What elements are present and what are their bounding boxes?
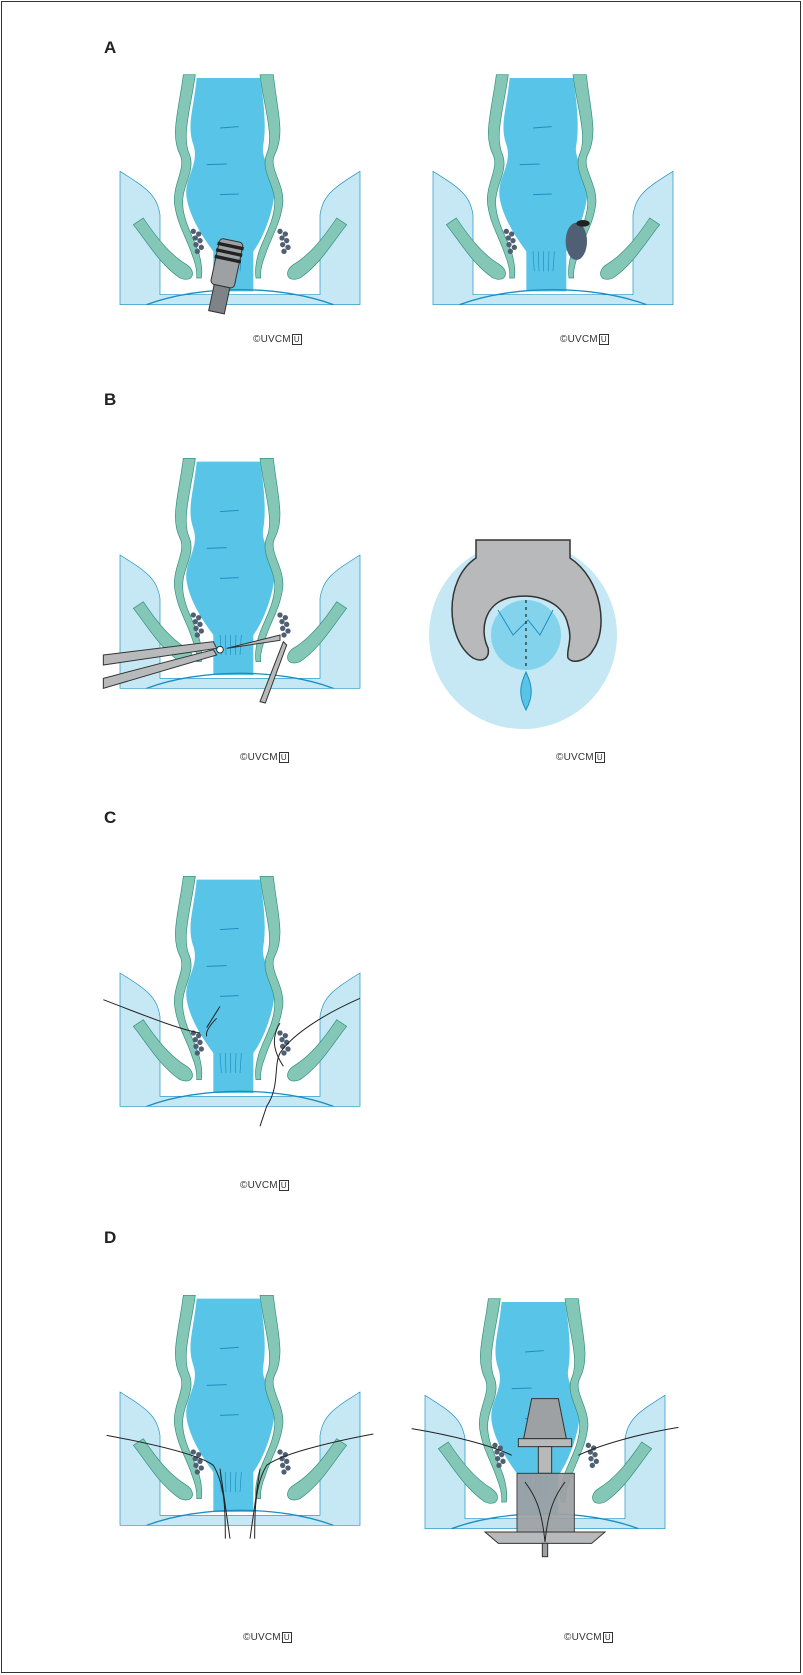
panel-a-right-illustration [433, 28, 673, 348]
panel-d-right-illustration [425, 1222, 665, 1622]
panel-c-illustration [120, 803, 360, 1183]
panel-d-left-illustration [120, 1222, 360, 1602]
panel-b-right-anoscope-view [428, 540, 618, 730]
panel-label-a: A [104, 38, 116, 58]
panel-label-b: B [104, 390, 116, 410]
panel-b-left-illustration [120, 385, 360, 765]
forceps [260, 642, 287, 703]
panel-label-d: D [104, 1228, 116, 1248]
panel-label-c: C [104, 808, 116, 828]
panel-a-left-illustration [120, 28, 360, 348]
